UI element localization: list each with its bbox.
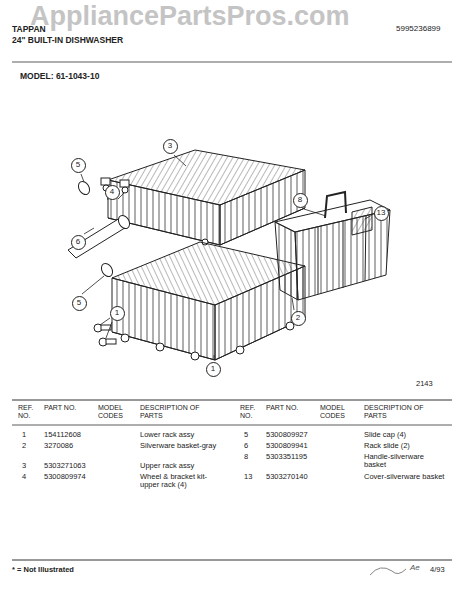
table-header: MODEL CODES <box>98 404 132 419</box>
part-number: 5303270140 <box>266 473 318 481</box>
part-description: Upper rack assy <box>140 462 222 470</box>
ref-number: 2 <box>22 442 42 450</box>
callout-circle: 2 <box>291 311 306 326</box>
callout-circle: 1 <box>206 362 221 377</box>
callout-circle: 8 <box>293 193 308 208</box>
brand-title: TAPPAN <box>12 25 92 34</box>
callout-circle: 4 <box>105 185 120 200</box>
initials: Ae <box>410 564 430 573</box>
callout-circle: 6 <box>71 235 86 250</box>
part-number: 5303351195 <box>266 453 318 461</box>
callout-circle: 5 <box>71 158 86 173</box>
table-header: DESCRIPTION OF PARTS <box>140 404 218 419</box>
part-description: Wheel & bracket kit-upper rack (4) <box>140 473 222 490</box>
part-description: Lower rack assy <box>140 431 222 439</box>
callout-circle: 3 <box>163 139 178 154</box>
callout-number: 4 <box>110 188 114 196</box>
callout-circle: 13 <box>374 206 389 221</box>
ref-number: 4 <box>22 473 42 481</box>
callout-number: 2 <box>296 314 300 322</box>
ref-number: 6 <box>244 442 264 450</box>
callout-circle: 5 <box>72 296 87 311</box>
ref-number: 1 <box>22 431 42 439</box>
part-number: 3270086 <box>44 442 96 450</box>
table-header: PART NO. <box>266 404 306 412</box>
figure-number: 2143 <box>416 380 446 388</box>
ref-number: 5 <box>244 431 264 439</box>
callout-number: 5 <box>76 161 80 169</box>
part-number: 5300809974 <box>44 473 96 481</box>
watermark: AppliancePartsPros.com <box>30 2 450 32</box>
table-header: PART NO. <box>44 404 84 412</box>
footnote: * = Not Illustrated <box>12 566 162 574</box>
callout-number: 13 <box>377 209 386 217</box>
product-title: 24" BUILT-IN DISHWASHER <box>12 36 172 45</box>
table-header: DESCRIPTION OF PARTS <box>364 404 444 419</box>
part-number: 5300809927 <box>266 431 318 439</box>
table-header: MODEL CODES <box>320 404 354 419</box>
date: 4/93 <box>430 566 458 574</box>
callout-circle: 1 <box>110 306 125 321</box>
callout-number: 8 <box>298 196 302 204</box>
ref-number: 3 <box>22 462 42 470</box>
part-description: Cover-silverware basket <box>364 473 446 481</box>
part-description: Slide cap (4) <box>364 431 446 439</box>
part-number: 5300809941 <box>266 442 318 450</box>
callout-number: 3 <box>168 142 172 150</box>
part-description: Silverware basket-gray <box>140 442 222 450</box>
ref-number: 8 <box>244 453 264 461</box>
part-description: Handle-silverware basket <box>364 453 446 470</box>
table-header: REF. NO. <box>18 404 38 419</box>
part-number: 5303271063 <box>44 462 96 470</box>
callout-number: 1 <box>115 309 119 317</box>
publication-number: 5995236899 <box>396 25 456 34</box>
callout-number: 5 <box>77 299 81 307</box>
callout-number: 6 <box>76 238 80 246</box>
callout-number: 1 <box>211 365 215 373</box>
model-number: MODEL: 61-1043-10 <box>20 72 180 81</box>
ref-number: 13 <box>244 473 264 481</box>
part-description: Rack slide (2) <box>364 442 446 450</box>
part-number: 154112608 <box>44 431 96 439</box>
table-header: REF. NO. <box>240 404 260 419</box>
